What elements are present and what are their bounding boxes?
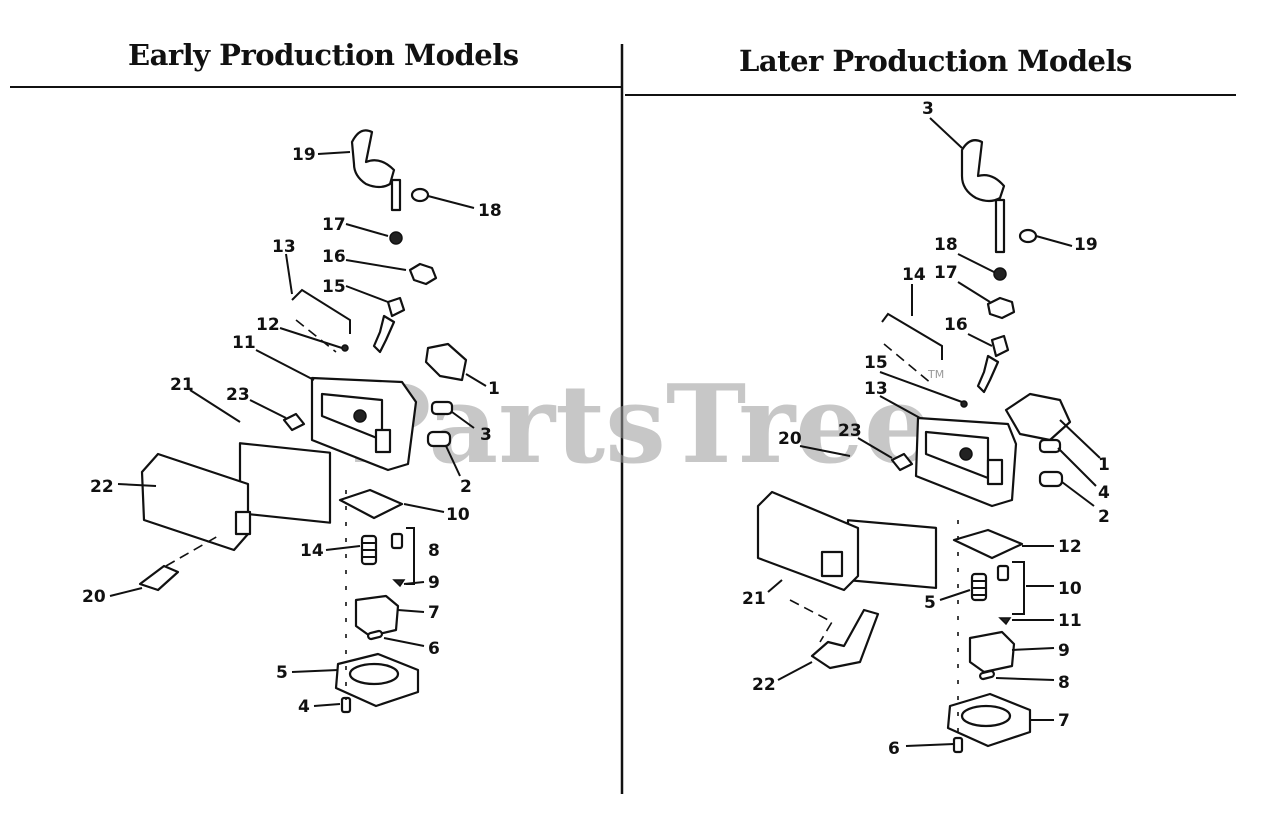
float-later: [968, 630, 1016, 674]
watermark-trademark: TM: [927, 368, 944, 381]
callout-23-later: 23: [838, 421, 862, 441]
callout-22: 22: [90, 477, 114, 497]
callout-6: 6: [428, 639, 440, 659]
float-early: [354, 594, 400, 638]
early-callouts: 19 18 17 16 15 13 12 11 1 3 21 23 2 22 1…: [82, 145, 502, 717]
later-parts: [756, 139, 1072, 754]
callout-8: 8: [428, 541, 440, 561]
callout-12-later: 12: [1058, 537, 1082, 557]
later-production-title: Later Production Models: [739, 44, 1132, 78]
callout-13: 13: [272, 237, 296, 257]
callout-11-later: 11: [1058, 611, 1082, 631]
callout-13-later: 13: [864, 379, 888, 399]
callout-2: 2: [460, 477, 472, 497]
callout-5: 5: [276, 663, 288, 683]
callout-9: 9: [428, 573, 440, 593]
callout-6-later: 6: [888, 739, 900, 759]
callout-18: 18: [478, 201, 502, 221]
callout-10-later: 10: [1058, 579, 1082, 599]
callout-8-later: 8: [1058, 673, 1070, 693]
callout-4-later: 4: [1098, 483, 1110, 503]
callout-19: 19: [292, 145, 316, 165]
callout-11: 11: [232, 333, 256, 353]
early-parts: [138, 129, 468, 714]
callout-18-later: 18: [934, 235, 958, 255]
callout-14-later: 14: [902, 265, 926, 285]
callout-21: 21: [170, 375, 194, 395]
callout-4: 4: [298, 697, 310, 717]
callout-3-later: 3: [922, 99, 934, 119]
callout-16-later: 16: [944, 315, 968, 335]
callout-20: 20: [82, 587, 106, 607]
callout-23: 23: [226, 385, 250, 405]
air-filter-early: [238, 442, 332, 524]
watermark-text: PartsTree: [350, 362, 933, 488]
early-leaders: [109, 151, 487, 707]
later-callouts: 3 19 18 17 14 16 15 13 1 4 20 23 2 12 10…: [742, 99, 1110, 759]
callout-15: 15: [322, 277, 346, 297]
callout-12: 12: [256, 315, 280, 335]
callout-3: 3: [480, 425, 492, 445]
choke-lever-part: [350, 129, 396, 189]
callout-17: 17: [322, 215, 346, 235]
callout-1: 1: [488, 379, 500, 399]
callout-9-later: 9: [1058, 641, 1070, 661]
callout-21-later: 21: [742, 589, 766, 609]
callout-5-later: 5: [924, 593, 936, 613]
callout-17-later: 17: [934, 263, 958, 283]
choke-lever-later: [960, 139, 1006, 203]
air-filter-cover-early: [140, 452, 250, 552]
callout-15-later: 15: [864, 353, 888, 373]
callout-7: 7: [428, 603, 440, 623]
callout-19-later: 19: [1074, 235, 1098, 255]
callout-7-later: 7: [1058, 711, 1070, 731]
callout-2-later: 2: [1098, 507, 1110, 527]
air-filter-later: [846, 519, 938, 589]
callout-16: 16: [322, 247, 346, 267]
later-leaders: [767, 117, 1101, 747]
callout-22-later: 22: [752, 675, 776, 695]
callout-1-later: 1: [1098, 455, 1110, 475]
callout-14: 14: [300, 541, 324, 561]
callout-10: 10: [446, 505, 470, 525]
early-production-title: Early Production Models: [128, 38, 519, 72]
callout-20-later: 20: [778, 429, 802, 449]
